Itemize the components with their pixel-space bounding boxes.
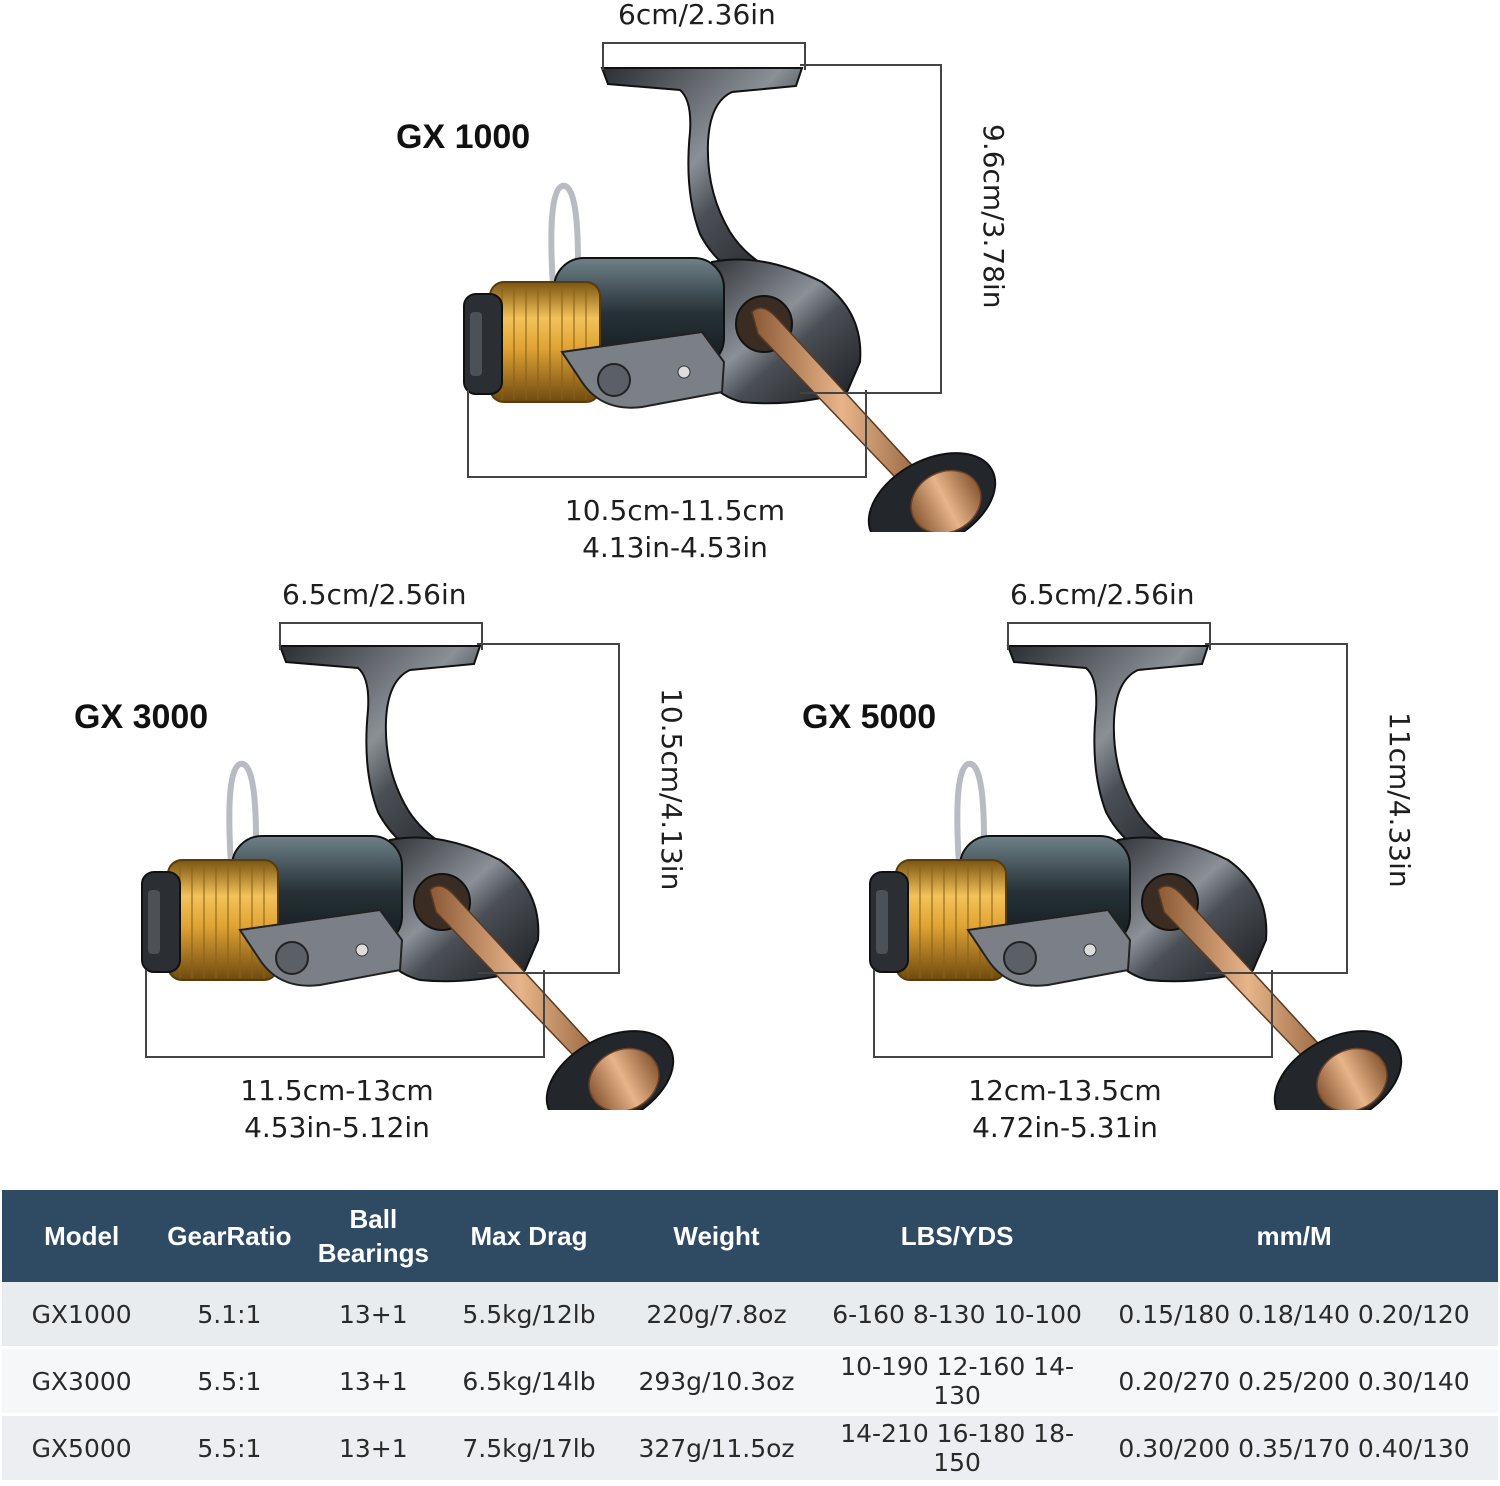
bottom-dimension-in: 4.53in-5.12in xyxy=(244,1111,430,1144)
bottom-dimension: 12cm-13.5cm 4.72in-5.31in xyxy=(920,1072,1210,1146)
cell-ball-bearings: 13+1 xyxy=(297,1347,450,1416)
side-dimension: 11cm/4.33in xyxy=(1383,712,1416,888)
top-dimension-line xyxy=(279,622,483,650)
header-ball-bearings-text: Ball Bearings xyxy=(317,1204,429,1268)
top-dimension-line xyxy=(1007,622,1211,650)
cell-mm-m: 0.20/270 0.25/200 0.30/140 xyxy=(1090,1347,1498,1416)
header-max-drag: Max Drag xyxy=(449,1190,609,1282)
model-title: GX 3000 xyxy=(74,698,209,736)
cell-mm-m: 0.30/200 0.35/170 0.40/130 xyxy=(1090,1414,1498,1480)
table-row: GX5000 5.5:1 13+1 7.5kg/17lb 327g/11.5oz… xyxy=(2,1414,1498,1480)
model-title: GX 1000 xyxy=(396,118,531,156)
table-header-row: Model GearRatio Ball Bearings Max Drag W… xyxy=(2,1190,1498,1282)
top-dimension: 6cm/2.36in xyxy=(618,0,776,31)
cell-weight: 220g/7.8oz xyxy=(608,1282,825,1349)
side-dimension: 9.6cm/3.78in xyxy=(977,124,1010,309)
header-model: Model xyxy=(2,1190,162,1282)
cell-gear-ratio: 5.5:1 xyxy=(161,1347,298,1416)
cell-lbs-yds: 6-160 8-130 10-100 xyxy=(824,1282,1091,1349)
side-dimension-line xyxy=(800,64,942,394)
cell-model: GX5000 xyxy=(2,1414,162,1480)
cell-gear-ratio: 5.1:1 xyxy=(161,1282,298,1349)
side-dimension-line xyxy=(477,643,620,974)
bottom-dimension-cm: 10.5cm-11.5cm xyxy=(564,494,786,527)
cell-weight: 327g/11.5oz xyxy=(608,1414,825,1480)
cell-mm-m: 0.15/180 0.18/140 0.20/120 xyxy=(1090,1282,1498,1349)
bottom-dimension-line xyxy=(467,390,867,478)
cell-lbs-yds: 14-210 16-180 18-150 xyxy=(824,1414,1091,1480)
bottom-dimension: 10.5cm-11.5cm 4.13in-4.53in xyxy=(520,492,830,566)
bottom-dimension-line xyxy=(873,970,1273,1058)
cell-max-drag: 7.5kg/17lb xyxy=(449,1414,609,1480)
top-dimension: 6.5cm/2.56in xyxy=(282,578,467,611)
bottom-dimension: 11.5cm-13cm 4.53in-5.12in xyxy=(192,1072,482,1146)
bottom-dimension-in: 4.72in-5.31in xyxy=(972,1111,1158,1144)
header-lbs-yds: LBS/YDS xyxy=(824,1190,1091,1282)
bottom-dimension-line xyxy=(145,970,545,1058)
cell-max-drag: 6.5kg/14lb xyxy=(449,1347,609,1416)
cell-lbs-yds: 10-190 12-160 14-130 xyxy=(824,1347,1091,1416)
cell-ball-bearings: 13+1 xyxy=(297,1414,450,1480)
side-dimension-line xyxy=(1205,643,1348,974)
table-row: GX1000 5.1:1 13+1 5.5kg/12lb 220g/7.8oz … xyxy=(2,1282,1498,1349)
cell-ball-bearings: 13+1 xyxy=(297,1282,450,1349)
bottom-dimension-cm: 11.5cm-13cm xyxy=(240,1074,434,1107)
side-dimension: 10.5cm/4.13in xyxy=(655,688,688,891)
cell-model: GX3000 xyxy=(2,1347,162,1416)
header-ball-bearings: Ball Bearings xyxy=(297,1190,450,1282)
header-gear-ratio: GearRatio xyxy=(161,1190,298,1282)
bottom-dimension-in: 4.13in-4.53in xyxy=(582,531,768,564)
cell-weight: 293g/10.3oz xyxy=(608,1347,825,1416)
header-weight: Weight xyxy=(608,1190,825,1282)
table-row: GX3000 5.5:1 13+1 6.5kg/14lb 293g/10.3oz… xyxy=(2,1347,1498,1416)
top-dimension-line xyxy=(602,42,806,70)
cell-max-drag: 5.5kg/12lb xyxy=(449,1282,609,1349)
model-title: GX 5000 xyxy=(802,698,937,736)
header-mm-m: mm/M xyxy=(1090,1190,1498,1282)
top-dimension: 6.5cm/2.56in xyxy=(1010,578,1195,611)
cell-gear-ratio: 5.5:1 xyxy=(161,1414,298,1480)
cell-model: GX1000 xyxy=(2,1282,162,1349)
spec-table: Model GearRatio Ball Bearings Max Drag W… xyxy=(2,1190,1498,1480)
bottom-dimension-cm: 12cm-13.5cm xyxy=(968,1074,1162,1107)
